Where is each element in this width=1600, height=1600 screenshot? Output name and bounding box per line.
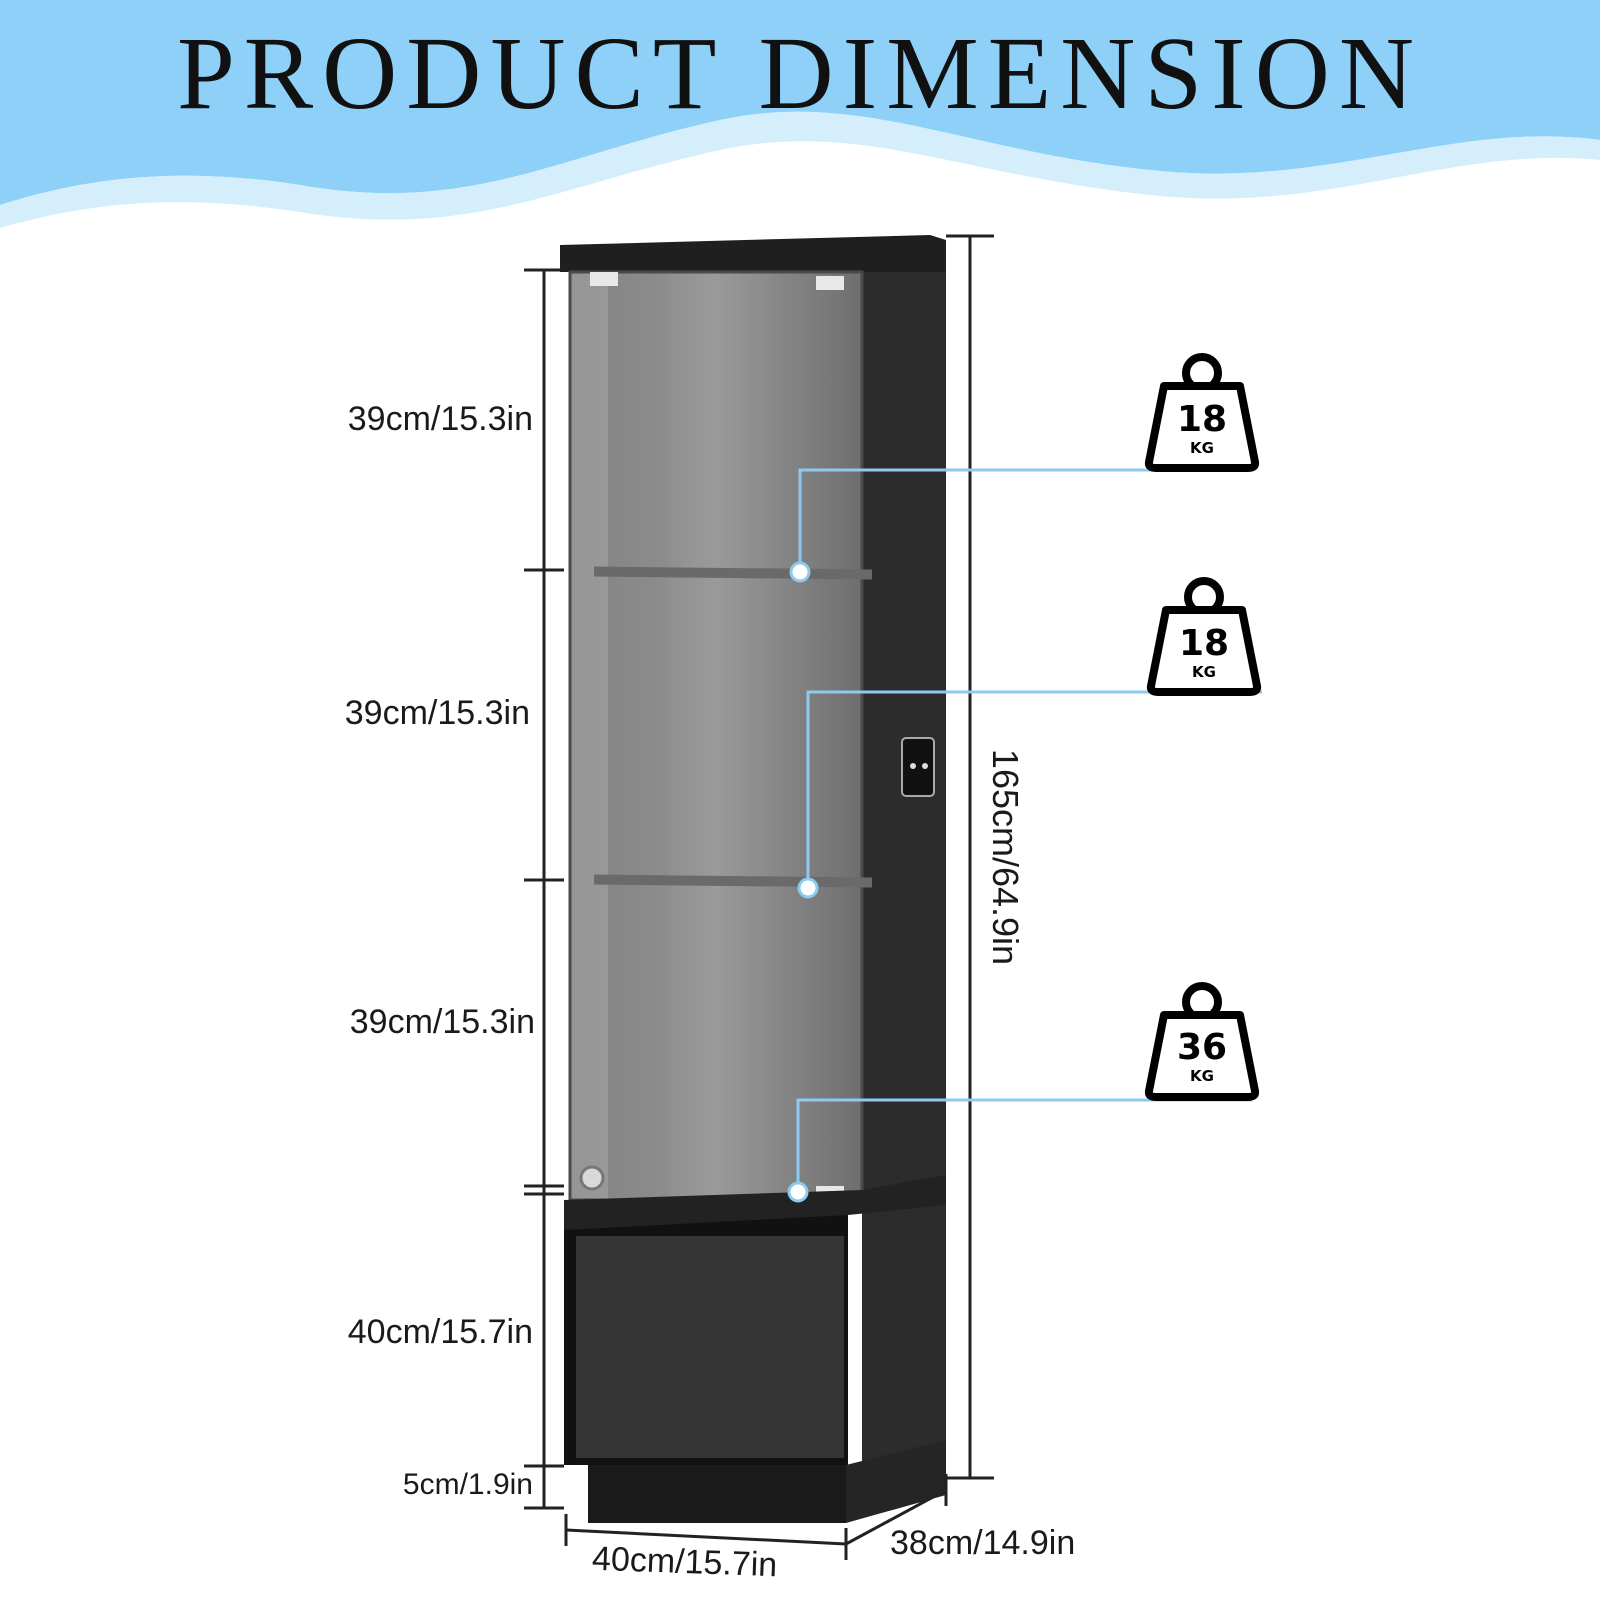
shelf-middle-dimension: 39cm/15.3in (344, 694, 530, 732)
depth-dimension: 38cm/14.9in (890, 1524, 1076, 1562)
total-height-dimension: 165cm/64.9in (985, 748, 1026, 966)
light-switch (901, 737, 935, 797)
callout-dot-1 (789, 561, 811, 583)
weight-unit-1: KG (1190, 439, 1214, 457)
height-scale (524, 268, 564, 1510)
lock-icon (579, 1165, 605, 1191)
weight-unit-2: KG (1192, 663, 1216, 681)
shelf-top-dimension: 39cm/15.3in (347, 400, 533, 438)
shelf-bottom-dimension: 39cm/15.3in (349, 1003, 535, 1041)
weight-icon (1144, 353, 1260, 472)
weight-value-1: 18 (1176, 399, 1228, 440)
hinge-top-right (816, 276, 844, 290)
total-height-line (946, 234, 994, 1480)
plinth (588, 1465, 846, 1523)
weight-icon (1146, 577, 1262, 696)
weight-callouts (796, 468, 1262, 1192)
callout-dot-2 (797, 877, 819, 899)
base-dimension: 5cm/1.9in (402, 1468, 533, 1501)
drawer-dimension: 40cm/15.7in (347, 1313, 533, 1351)
hinge-top-left (590, 272, 618, 286)
header-banner (0, 0, 1600, 228)
drawer-front (576, 1236, 844, 1458)
weight-value-3: 36 (1176, 1027, 1228, 1068)
weight-icon (1144, 982, 1260, 1101)
cabinet-top (560, 235, 946, 272)
width-dimension: 40cm/15.7in (591, 1539, 778, 1585)
page-title: PRODUCT DIMENSION (176, 16, 1424, 131)
cabinet-side (862, 240, 946, 1465)
weight-value-2: 18 (1178, 623, 1230, 664)
callout-dot-3 (787, 1181, 809, 1203)
weight-unit-3: KG (1190, 1067, 1214, 1085)
width-depth-lines (564, 1474, 948, 1560)
